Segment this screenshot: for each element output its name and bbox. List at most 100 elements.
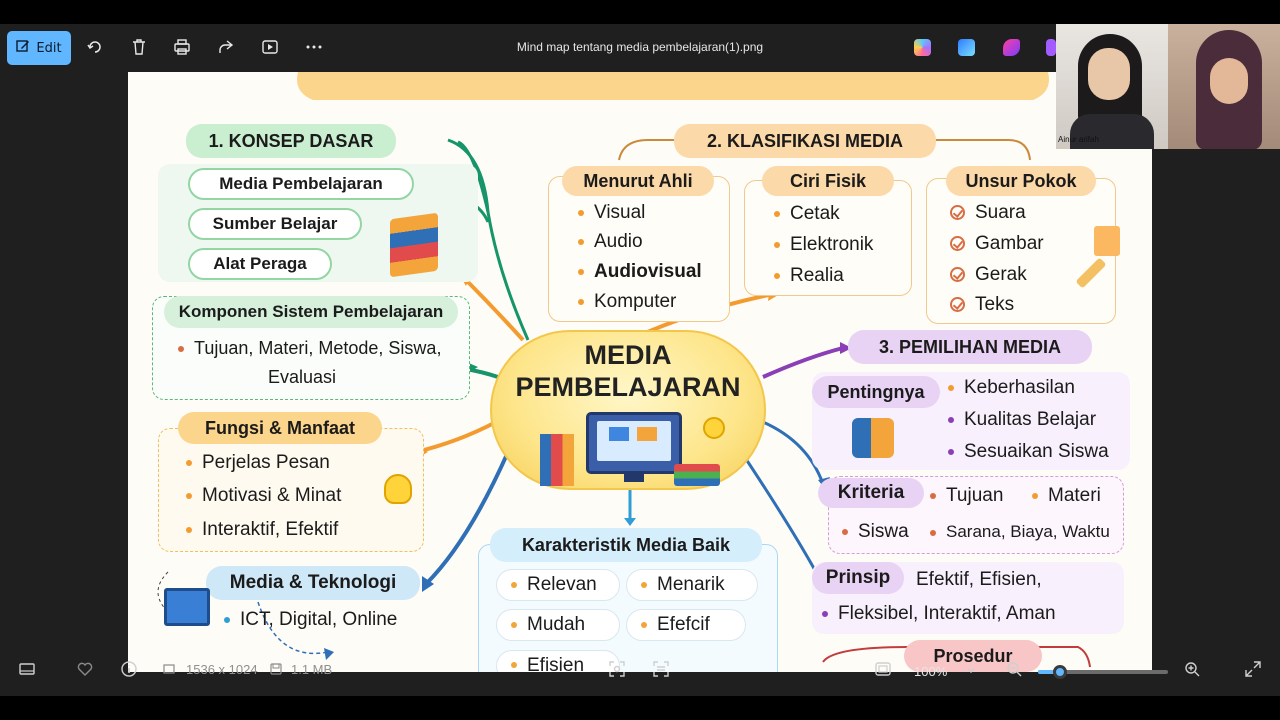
top-toolbar: Edit Mind map tentang media pembelajaran… xyxy=(0,24,1280,72)
pokok-item-2: Gambar xyxy=(950,233,1044,255)
books-stack-icon xyxy=(390,212,438,278)
pokok-item-2-text: Gambar xyxy=(975,233,1044,254)
zoom-out-icon[interactable] xyxy=(1005,660,1023,681)
bullet-dot xyxy=(224,616,230,623)
designer-icon[interactable] xyxy=(958,39,975,56)
fungsi-item-3-text: Interaktif, Efektif xyxy=(202,519,339,540)
bullet-dot xyxy=(948,416,954,423)
favorite-heart-icon[interactable] xyxy=(76,660,94,681)
pokok-item-1-text: Suara xyxy=(975,202,1026,223)
bullet-dot xyxy=(822,610,828,617)
pentingnya-item-1: Keberhasilan xyxy=(948,377,1075,399)
teknologi-item-text: ICT, Digital, Online xyxy=(240,609,398,630)
edit-button[interactable]: Edit xyxy=(7,31,71,65)
klasifikasi-title: 2. KLASIFIKASI MEDIA xyxy=(674,124,936,158)
fungsi-title: Fungsi & Manfaat xyxy=(178,412,382,444)
fungsi-panel xyxy=(158,428,424,552)
fungsi-item-2: Motivasi & Minat xyxy=(186,485,341,507)
books-icon xyxy=(540,434,574,486)
zoom-level-dropdown[interactable]: 100% xyxy=(906,656,984,686)
monitor-stand xyxy=(624,474,644,482)
kriteria-item-4-text: Sarana, Biaya, Waktu xyxy=(946,522,1110,541)
konsep-title: 1. KONSEP DASAR xyxy=(186,124,396,158)
clipchamp-icon[interactable] xyxy=(1003,39,1020,56)
bullet-dot xyxy=(774,210,780,217)
ahli-item-1: Visual xyxy=(578,202,645,224)
copilot-icon[interactable] xyxy=(914,39,931,56)
komponen-title: Komponen Sistem Pembelajaran xyxy=(164,296,458,328)
share-icon[interactable] xyxy=(211,32,241,62)
zoom-in-icon[interactable] xyxy=(1183,660,1201,681)
rotate-icon[interactable] xyxy=(80,32,110,62)
pokok-panel xyxy=(926,178,1116,324)
lightbulb-icon xyxy=(703,417,725,439)
print-icon[interactable] xyxy=(167,32,197,62)
karakteristik-item-menarik: Menarik xyxy=(626,569,758,601)
bullet-dot xyxy=(578,298,584,305)
teknologi-item: ICT, Digital, Online xyxy=(224,609,397,631)
zoom-slider-track[interactable] xyxy=(1038,665,1168,679)
fungsi-item-2-text: Motivasi & Minat xyxy=(202,485,342,506)
zoom-slider-fill xyxy=(1038,670,1061,674)
fisik-item-1-text: Cetak xyxy=(790,203,840,224)
kriteria-item-1: Tujuan xyxy=(930,485,1003,507)
fullscreen-icon[interactable] xyxy=(1244,660,1262,681)
pokok-item-4: Teks xyxy=(950,294,1014,316)
participant-name: Ainur arifah xyxy=(1058,135,1099,144)
kriteria-title: Kriteria xyxy=(818,478,924,508)
bullet-dot xyxy=(511,622,517,628)
lightbulb-icon xyxy=(384,474,412,504)
konsep-item-sumber: Sumber Belajar xyxy=(188,208,362,240)
bullet-dot xyxy=(948,384,954,391)
pokok-item-4-text: Teks xyxy=(975,294,1015,315)
webcam-overlay: Ainur arifah xyxy=(1056,24,1280,149)
bullet-dot xyxy=(186,492,192,499)
center-title-line1: MEDIA xyxy=(584,340,672,370)
image-dimensions: 1536 x 1024 xyxy=(186,662,258,677)
check-circle-icon xyxy=(950,267,965,283)
prinsip-title: Prinsip xyxy=(812,562,904,594)
photo-viewer-window: Edit Mind map tentang media pembelajaran… xyxy=(0,24,1280,696)
check-circle-icon xyxy=(950,205,965,221)
zoom-level: 100% xyxy=(914,663,948,679)
fisik-item-2: Elektronik xyxy=(774,234,873,256)
ahli-item-3: Audiovisual xyxy=(578,261,702,283)
zoom-slider-thumb[interactable] xyxy=(1053,665,1068,679)
karakteristik-title: Karakteristik Media Baik xyxy=(490,528,762,562)
bullet-dot xyxy=(774,272,780,279)
bottom-status-bar: 1536 x 1024 1.1 MB 100% xyxy=(0,648,1280,696)
participant-video-right xyxy=(1168,24,1280,149)
pentingnya-item-1-text: Keberhasilan xyxy=(964,377,1075,398)
filmstrip-icon[interactable] xyxy=(18,660,36,681)
prinsip-line2: Fleksibel, Interaktif, Aman xyxy=(822,603,1056,625)
karakteristik-item-text: Efefcif xyxy=(657,614,710,635)
edit-image-icon xyxy=(16,39,30,57)
more-options-icon[interactable] xyxy=(299,32,329,62)
text-extract-icon[interactable] xyxy=(652,660,670,681)
fisik-title: Ciri Fisik xyxy=(762,166,894,196)
karakteristik-item-text: Efisien xyxy=(527,655,585,672)
pokok-title: Unsur Pokok xyxy=(946,166,1096,196)
pemilihan-title: 3. PEMILIHAN MEDIA xyxy=(848,330,1092,364)
karakteristik-item-text: Relevan xyxy=(527,574,597,595)
visual-search-icon[interactable] xyxy=(608,660,626,681)
fungsi-item-1: Perjelas Pesan xyxy=(186,452,330,474)
delete-icon[interactable] xyxy=(124,32,154,62)
karakteristik-item-text: Menarik xyxy=(657,574,725,595)
file-title: Mind map tentang media pembelajaran(1).p… xyxy=(516,40,764,54)
ahli-item-4: Komputer xyxy=(578,291,676,313)
kriteria-item-2-text: Materi xyxy=(1048,485,1101,506)
kriteria-item-3-text: Siswa xyxy=(858,521,909,542)
info-icon[interactable] xyxy=(120,660,138,681)
fit-to-window-icon[interactable] xyxy=(874,660,892,681)
karakteristik-item-efisien: Efisien xyxy=(496,650,620,672)
image-dimensions-icon xyxy=(162,662,176,679)
fisik-item-1: Cetak xyxy=(774,203,840,225)
bullet-dot xyxy=(641,622,647,628)
bullet-dot xyxy=(511,662,517,668)
bullet-dot xyxy=(930,529,936,536)
komponen-line2: Evaluasi xyxy=(268,367,337,387)
pokok-item-3-text: Gerak xyxy=(975,264,1027,285)
app-icon-partial[interactable] xyxy=(1046,39,1056,56)
slideshow-icon[interactable] xyxy=(255,32,285,62)
